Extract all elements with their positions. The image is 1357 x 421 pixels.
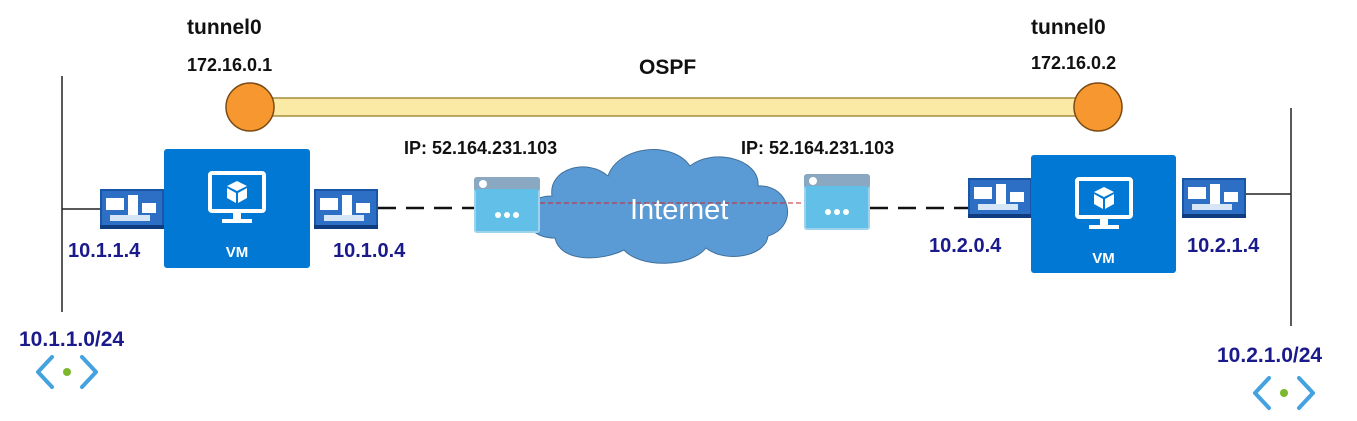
vm-monitor-icon bbox=[208, 171, 266, 223]
left-subnet-label: 10.1.1.0/24 bbox=[19, 328, 125, 351]
tunnel-protocol-label: OSPF bbox=[639, 56, 697, 79]
network-interface-icon bbox=[314, 189, 378, 229]
right-inner-nic-ip: 10.2.1.4 bbox=[1187, 235, 1260, 257]
network-interface-icon bbox=[100, 189, 164, 229]
public-ip-icon bbox=[804, 174, 870, 230]
network-interface-icon bbox=[1182, 178, 1246, 218]
ospf-tunnel bbox=[249, 97, 1099, 117]
vm-monitor-icon bbox=[1074, 177, 1133, 229]
left-public-ip: IP: 52.164.231.103 bbox=[404, 138, 558, 158]
virtual-network-icon bbox=[1253, 376, 1315, 410]
tunnel-endpoint-icon bbox=[1073, 82, 1123, 132]
virtual-network-icon bbox=[36, 355, 98, 389]
right-tunnel-ip: 172.16.0.2 bbox=[1031, 53, 1117, 73]
left-tunnel-ip: 172.16.0.1 bbox=[187, 55, 273, 75]
right-subnet-label: 10.2.1.0/24 bbox=[1217, 344, 1323, 367]
tunnel-endpoint-icon bbox=[225, 82, 275, 132]
public-ip-icon bbox=[474, 177, 540, 233]
right-outer-nic-ip: 10.2.0.4 bbox=[929, 235, 1002, 257]
right-tunnel-name: tunnel0 bbox=[1031, 16, 1106, 39]
network-interface-icon bbox=[968, 178, 1032, 218]
vm-label: VM bbox=[1092, 250, 1115, 267]
right-public-ip: IP: 52.164.231.103 bbox=[741, 138, 895, 158]
vm-label: VM bbox=[225, 244, 249, 261]
left-tunnel-name: tunnel0 bbox=[187, 16, 262, 39]
left-inner-nic-ip: 10.1.1.4 bbox=[68, 240, 141, 262]
cloud-icon bbox=[525, 149, 788, 264]
right-vm[interactable]: VM bbox=[1031, 155, 1176, 273]
left-outer-nic-ip: 10.1.0.4 bbox=[333, 240, 406, 262]
left-vm[interactable]: VM bbox=[164, 149, 310, 268]
internet-label: Internet bbox=[630, 194, 729, 226]
